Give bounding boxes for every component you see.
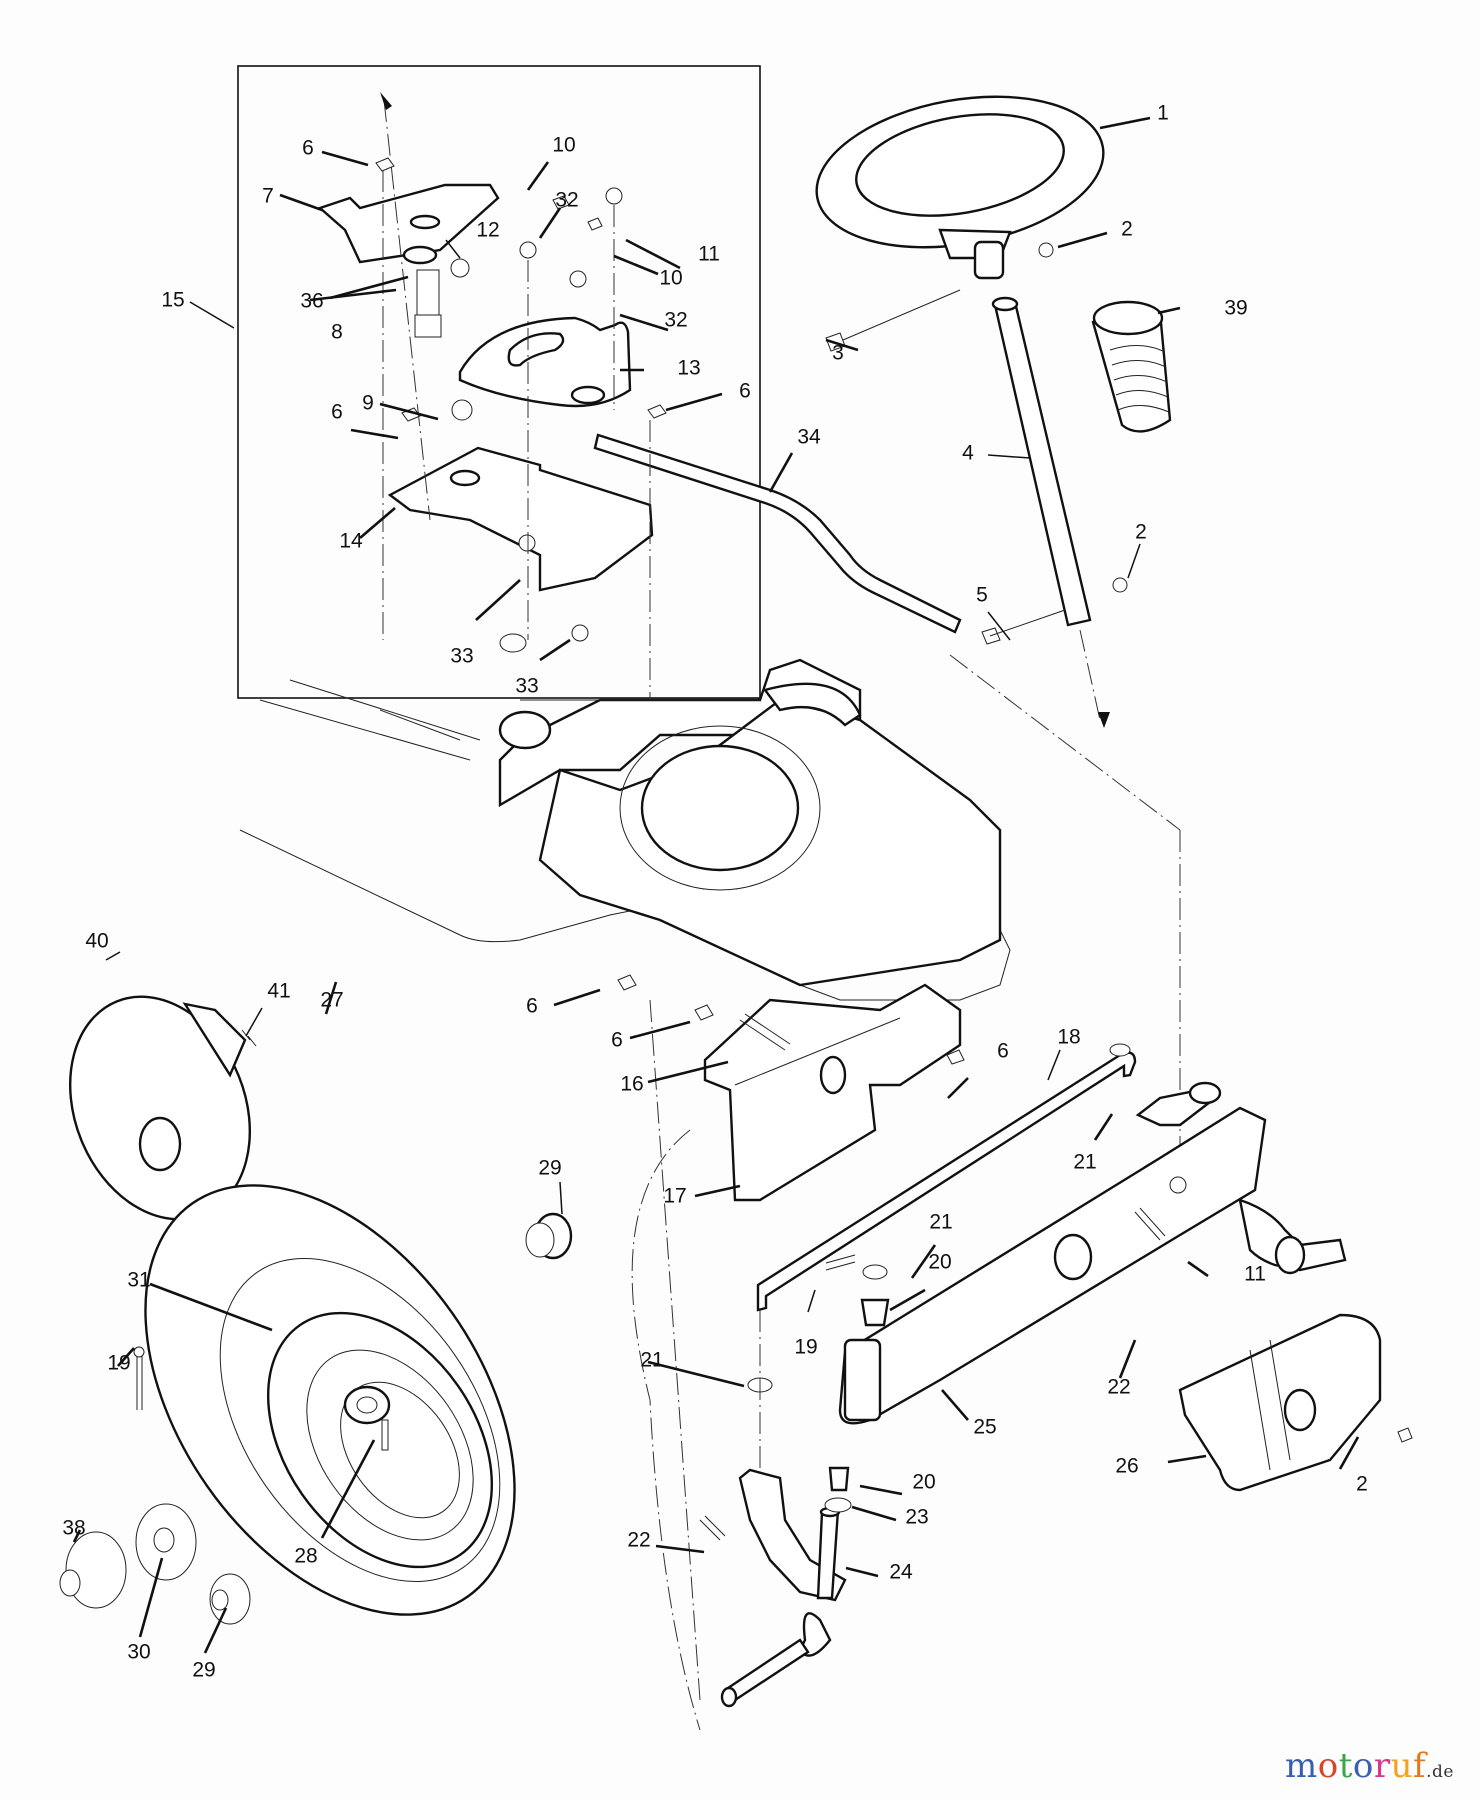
callout-10[interactable]: 10 — [659, 266, 683, 290]
callout-41[interactable]: 41 — [267, 979, 291, 1003]
callout-25[interactable]: 25 — [973, 1415, 997, 1439]
callout-2[interactable]: 2 — [1121, 217, 1133, 241]
watermark-letter: o — [1317, 1746, 1339, 1786]
callout-6[interactable]: 6 — [739, 379, 751, 403]
callout-14[interactable]: 14 — [339, 529, 363, 553]
callout-32[interactable]: 32 — [555, 188, 579, 212]
watermark-letter: f — [1413, 1746, 1427, 1786]
callout-26[interactable]: 26 — [1115, 1454, 1139, 1478]
callout-5[interactable]: 5 — [976, 583, 988, 607]
steering-wheel — [815, 95, 1105, 280]
callout-39[interactable]: 39 — [1224, 296, 1248, 320]
watermark-tld: .de — [1426, 1762, 1454, 1782]
callout-21[interactable]: 21 — [640, 1348, 664, 1372]
callout-15[interactable]: 15 — [161, 288, 185, 312]
callout-4[interactable]: 4 — [962, 441, 974, 465]
callout-11[interactable]: 11 — [1244, 1262, 1266, 1286]
callout-38[interactable]: 38 — [62, 1516, 86, 1540]
callout-6[interactable]: 6 — [611, 1028, 623, 1052]
watermark-text: motoruf — [1285, 1746, 1426, 1786]
spindle — [720, 1468, 847, 1708]
front-axle — [838, 1081, 1347, 1425]
callout-33[interactable]: 33 — [450, 644, 474, 668]
wheel-cover — [68, 995, 257, 1221]
callout-19[interactable]: 19 — [107, 1351, 131, 1375]
upper-bracket — [317, 183, 500, 265]
callout-18[interactable]: 18 — [1057, 1025, 1081, 1049]
callout-29[interactable]: 29 — [538, 1156, 562, 1180]
drag-link — [593, 433, 962, 634]
callout-2[interactable]: 2 — [1135, 520, 1147, 544]
callout-3[interactable]: 3 — [832, 341, 844, 365]
watermark-letter: o — [1352, 1746, 1374, 1786]
callout-29[interactable]: 29 — [192, 1658, 216, 1682]
hardware-steering — [825, 242, 1181, 1200]
callout-12[interactable]: 12 — [476, 218, 500, 242]
callout-11[interactable]: 11 — [698, 242, 720, 266]
callout-22[interactable]: 22 — [627, 1528, 651, 1552]
callout-20[interactable]: 20 — [912, 1470, 936, 1494]
callout-17[interactable]: 17 — [663, 1184, 687, 1208]
axle-bracket — [703, 983, 962, 1202]
callout-1[interactable]: 1 — [1157, 101, 1169, 125]
watermark-letter: r — [1373, 1746, 1391, 1786]
callout-36[interactable]: 36 — [300, 289, 324, 313]
callout-21[interactable]: 21 — [1073, 1150, 1097, 1174]
callout-10[interactable]: 10 — [552, 133, 576, 157]
callout-16[interactable]: 16 — [620, 1072, 644, 1096]
steering-boot — [1091, 300, 1172, 433]
callout-6[interactable]: 6 — [331, 400, 343, 424]
callout-6[interactable]: 6 — [997, 1039, 1009, 1063]
leader-lines — [72, 116, 1360, 1654]
callout-22[interactable]: 22 — [1107, 1375, 1131, 1399]
callout-24[interactable]: 24 — [889, 1560, 913, 1584]
sector-gear — [458, 316, 632, 408]
callout-13[interactable]: 13 — [677, 356, 701, 380]
callout-27[interactable]: 27 — [320, 988, 344, 1012]
watermark-letter: u — [1390, 1746, 1414, 1786]
callout-9[interactable]: 9 — [362, 391, 374, 415]
axle-cover — [1178, 1313, 1413, 1492]
callout-19[interactable]: 19 — [794, 1335, 818, 1359]
callout-6[interactable]: 6 — [526, 994, 538, 1018]
callout-31[interactable]: 31 — [127, 1268, 151, 1292]
tire — [144, 1184, 516, 1616]
callout-23[interactable]: 23 — [905, 1505, 929, 1529]
callout-28[interactable]: 28 — [294, 1544, 318, 1568]
wheel-hardware — [59, 974, 1187, 1731]
watermark-letter: t — [1338, 1746, 1353, 1786]
chassis-frame — [239, 658, 1011, 1001]
watermark-logo: motoruf.de — [1285, 1746, 1454, 1786]
callout-7[interactable]: 7 — [262, 184, 274, 208]
callout-2[interactable]: 2 — [1356, 1472, 1368, 1496]
inset-hardware — [375, 92, 667, 700]
callout-33[interactable]: 33 — [515, 674, 539, 698]
callout-34[interactable]: 34 — [797, 425, 821, 449]
callout-40[interactable]: 40 — [85, 929, 109, 953]
steering-shaft — [991, 296, 1110, 728]
inset-box — [237, 65, 761, 699]
callout-21[interactable]: 21 — [929, 1210, 953, 1234]
callout-6[interactable]: 6 — [302, 136, 314, 160]
callout-32[interactable]: 32 — [664, 308, 688, 332]
callout-8[interactable]: 8 — [331, 320, 343, 344]
pinion-gear — [414, 269, 442, 338]
callout-20[interactable]: 20 — [928, 1250, 952, 1274]
callout-30[interactable]: 30 — [127, 1640, 151, 1664]
lower-bracket — [387, 446, 654, 592]
watermark-letter: m — [1284, 1746, 1318, 1786]
